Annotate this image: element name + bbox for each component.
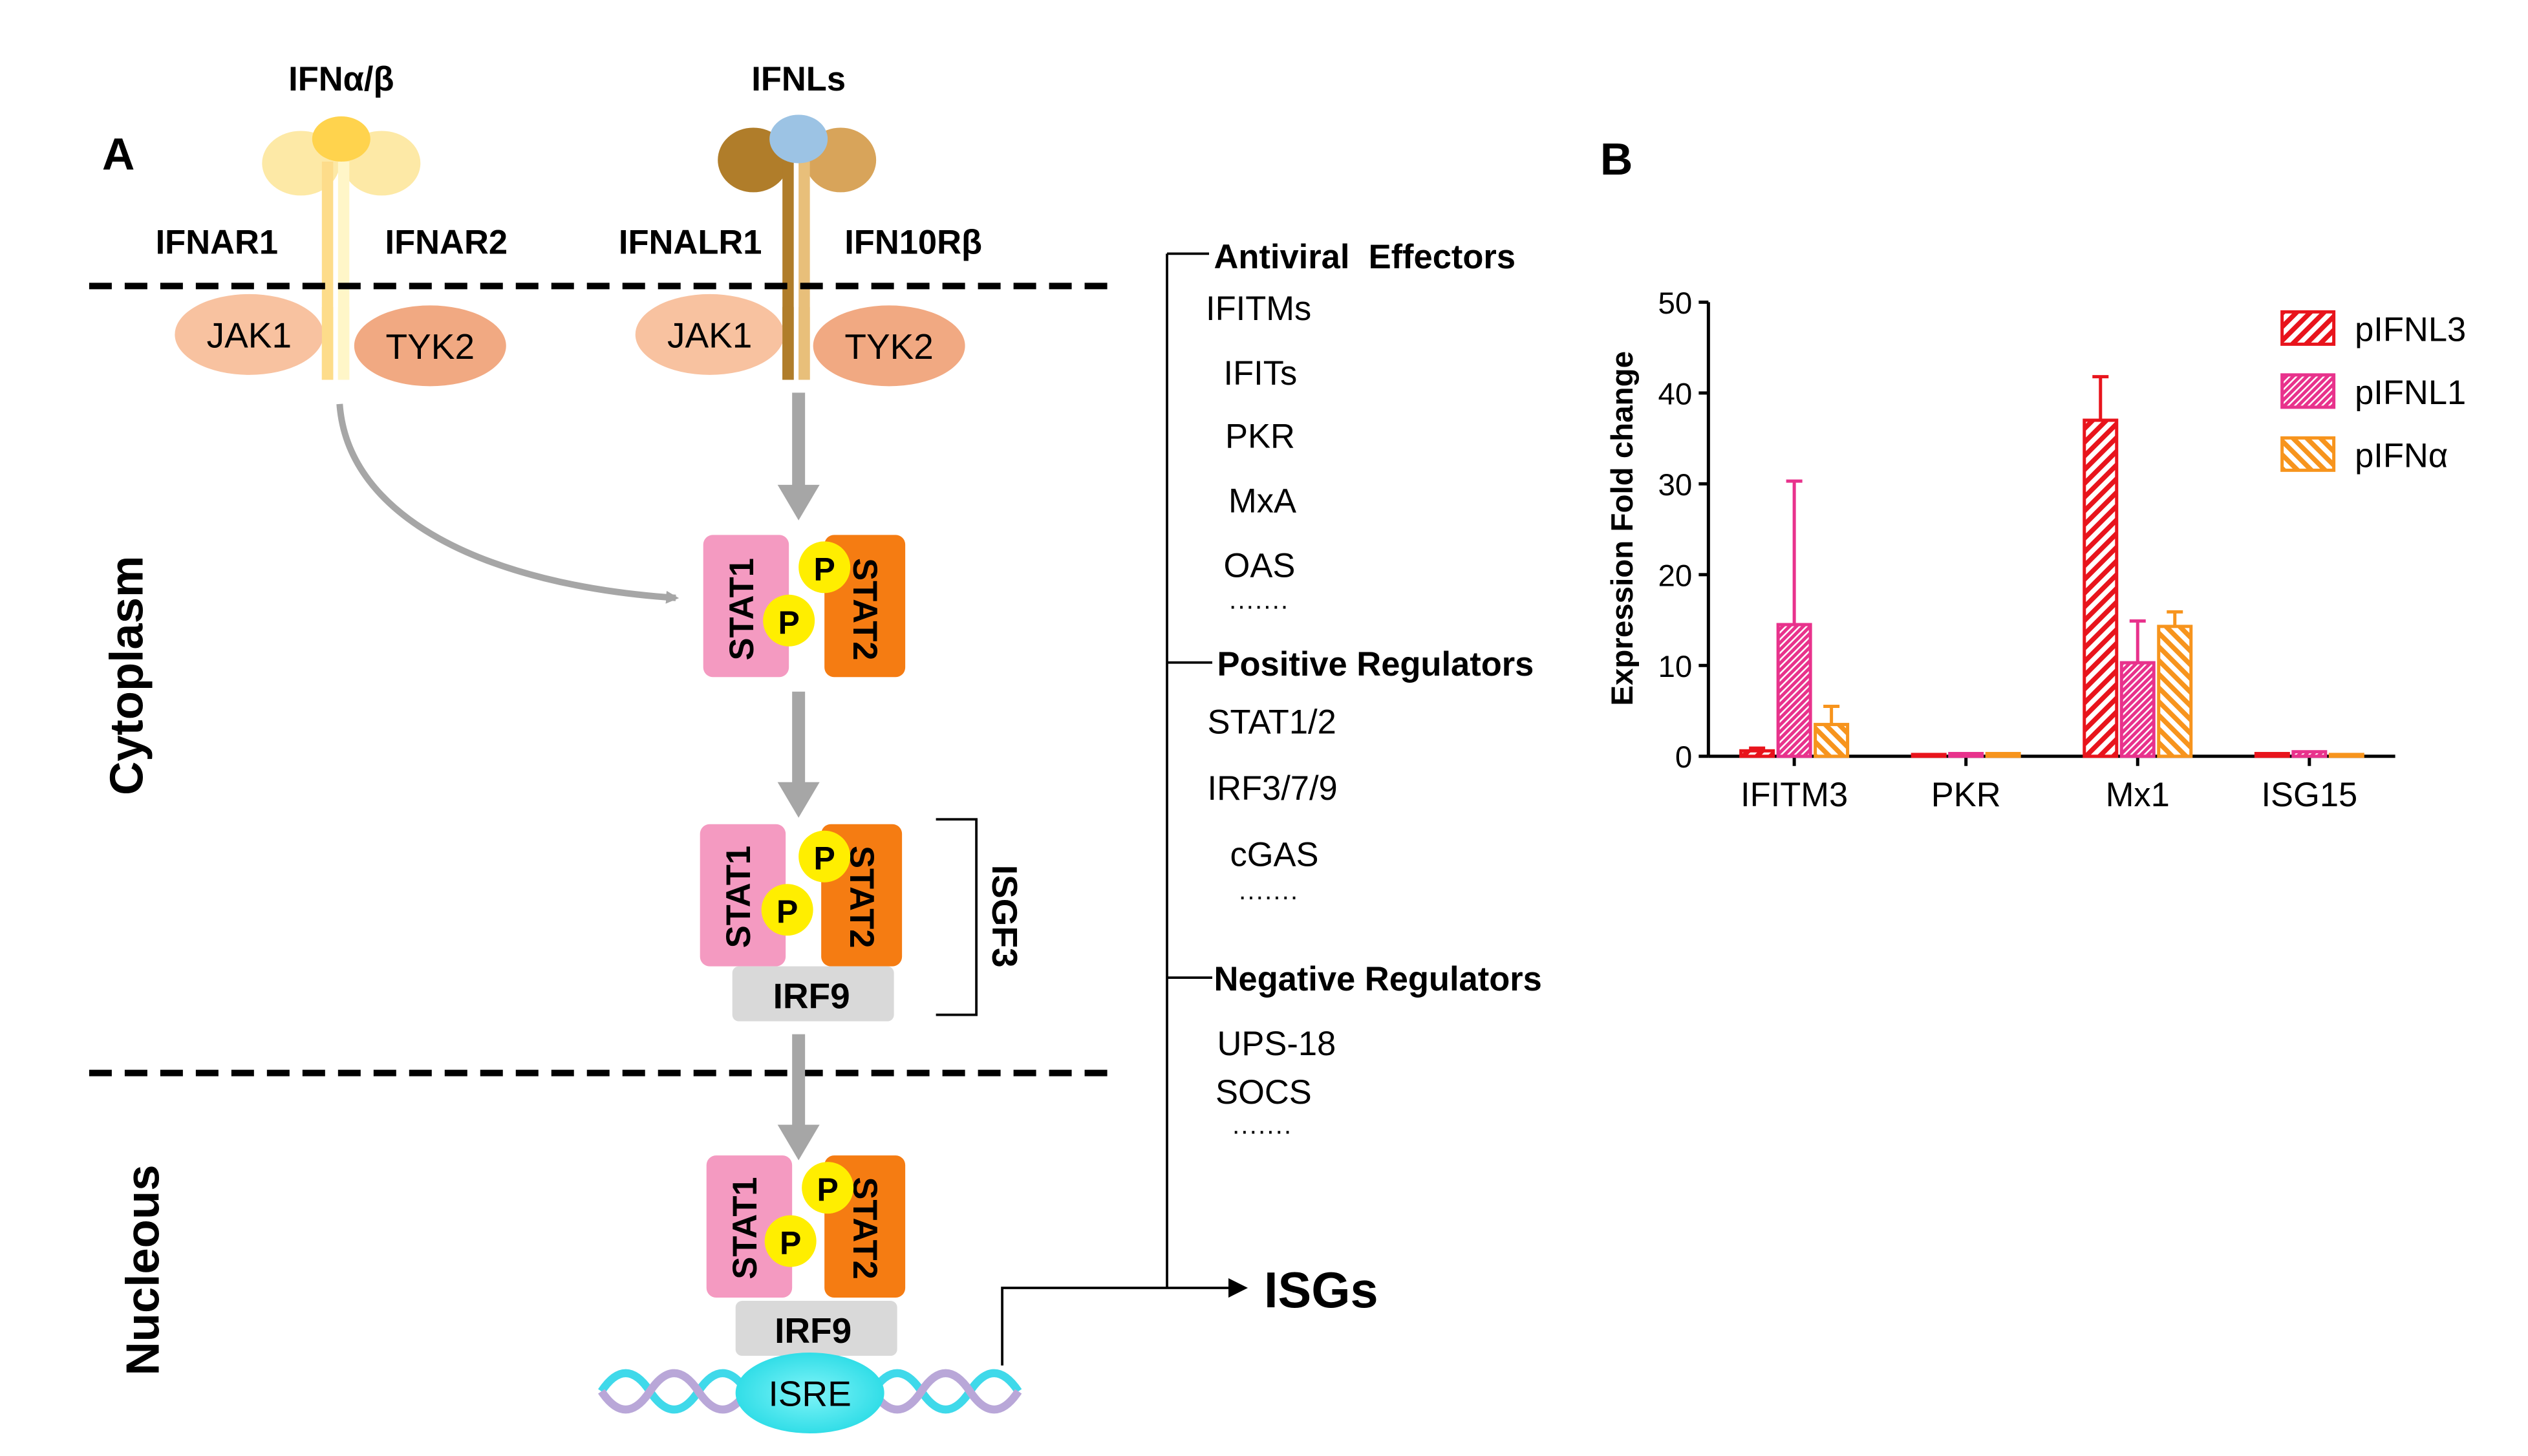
chart-ylabel: Expression Fold change — [1605, 351, 1640, 706]
x-tick-label: PKR — [1931, 776, 2001, 814]
stat1-label: STAT1 — [720, 846, 758, 948]
stat-complex-cytoplasm: STAT1 STAT2 P P — [703, 535, 906, 678]
phospho-label: P — [813, 840, 835, 877]
phospho-label: P — [817, 1172, 838, 1208]
jak1-right-label: JAK1 — [667, 315, 752, 355]
isgf3-complex: STAT1 STAT2 P P IRF9 ISGF3 — [700, 818, 1025, 1022]
y-tick-label: 0 — [1675, 740, 1692, 775]
legend-swatch — [2280, 373, 2336, 409]
list-ellipsis: ······· — [1238, 883, 1298, 911]
isre-element — [735, 1353, 884, 1434]
stat1-label: STAT1 — [723, 558, 761, 660]
list-ellipsis: ······· — [1228, 592, 1289, 620]
y-tick-label: 40 — [1658, 377, 1693, 411]
jak1-right — [635, 294, 784, 375]
tyk2-right — [813, 305, 965, 387]
phospho-label: P — [813, 551, 835, 587]
phospho-label: P — [778, 605, 799, 641]
dna-helix: ISRE — [598, 1353, 1022, 1434]
bar — [1911, 753, 1947, 758]
bar — [2291, 750, 2328, 758]
isgs-connector — [1001, 1287, 1168, 1366]
bar — [2157, 625, 2193, 758]
bar — [2083, 418, 2119, 758]
bar — [2328, 753, 2364, 758]
stat-complex-nucleus: STAT1 STAT2 P P IRF9 — [706, 1155, 906, 1356]
list-item: IRF3/7/9 — [1208, 769, 1338, 808]
legend-label: pIFNL1 — [2355, 374, 2466, 412]
jak1-left-label: JAK1 — [207, 315, 292, 355]
stat1-label: STAT1 — [726, 1177, 764, 1279]
list-item: OAS — [1224, 546, 1296, 584]
ifnalr1-label: IFNALR1 — [619, 223, 762, 261]
list-ellipsis: ······· — [1232, 1117, 1292, 1145]
list-header-antiviral: Antiviral Effectors — [1214, 238, 1516, 276]
isgs-label: ISGs — [1264, 1263, 1378, 1318]
bar — [1776, 623, 1812, 758]
legend-label: pIFNα — [2355, 436, 2448, 475]
legend-swatch — [2280, 310, 2336, 346]
x-tick-label: ISG15 — [2261, 776, 2357, 814]
legend-swatch — [2280, 436, 2336, 472]
jak1-left — [175, 294, 324, 375]
isgf3-label: ISGF3 — [985, 865, 1025, 968]
ifn-alpha-beta-label: IFNα/β — [288, 60, 394, 98]
y-tick-label: 20 — [1658, 559, 1693, 593]
bar — [1814, 723, 1850, 758]
list-item: STAT1/2 — [1208, 703, 1336, 742]
bar — [1739, 749, 1775, 758]
ifnar2-label: IFNAR2 — [385, 223, 508, 261]
panel-a-label: A — [102, 129, 135, 179]
ifn10rb-label: IFN10Rβ — [844, 223, 982, 261]
tyk2-left — [354, 305, 506, 387]
list-item: IFITs — [1224, 354, 1298, 392]
phospho-label: P — [780, 1225, 801, 1261]
bar — [2254, 752, 2290, 758]
stat2-label: STAT2 — [846, 558, 884, 660]
isre-label: ISRE — [769, 1374, 852, 1414]
y-tick-label: 10 — [1658, 650, 1693, 684]
y-tick-label: 50 — [1658, 286, 1693, 321]
isgf3-bracket — [936, 818, 978, 1016]
list-item: cGAS — [1230, 836, 1319, 874]
list-item: SOCS — [1216, 1073, 1312, 1111]
bar — [2119, 661, 2156, 758]
ifnls-ligand — [769, 114, 828, 164]
tyk2-left-label: TYK2 — [386, 327, 475, 367]
irf9-label: IRF9 — [775, 1311, 852, 1351]
list-item: UPS-18 — [1217, 1025, 1336, 1063]
list-header-negative: Negative Regulators — [1214, 960, 1542, 998]
x-tick-label: IFITM3 — [1741, 776, 1848, 814]
ifnls-label: IFNLs — [751, 60, 846, 98]
x-tick-label: Mx1 — [2106, 776, 2170, 814]
list-item: MxA — [1228, 482, 1296, 520]
signal-arrows — [777, 392, 820, 1161]
list-header-positive: Positive Regulators — [1217, 645, 1534, 683]
bar-chart: Expression Fold change 0 10 20 30 40 50 IFITM… — [1605, 286, 2466, 814]
panel-b-label: B — [1600, 134, 1633, 184]
irf9-label: IRF9 — [773, 976, 850, 1016]
y-tick-label: 30 — [1658, 468, 1693, 502]
ifnar-signal-arrow — [336, 403, 680, 604]
ifn-alpha-beta-ligand — [312, 116, 370, 162]
tyk2-right-label: TYK2 — [844, 327, 933, 367]
list-item: IFITMs — [1206, 290, 1311, 328]
bar — [1985, 752, 2021, 758]
legend-label: pIFNL3 — [2355, 310, 2466, 348]
bar — [1948, 752, 1984, 758]
cytoplasm-label: Cytoplasm — [100, 556, 153, 795]
ifnar1-label: IFNAR1 — [156, 223, 278, 261]
list-item: PKR — [1225, 417, 1295, 455]
nucleus-label: Nucleous — [116, 1164, 169, 1375]
phospho-label: P — [777, 894, 798, 930]
